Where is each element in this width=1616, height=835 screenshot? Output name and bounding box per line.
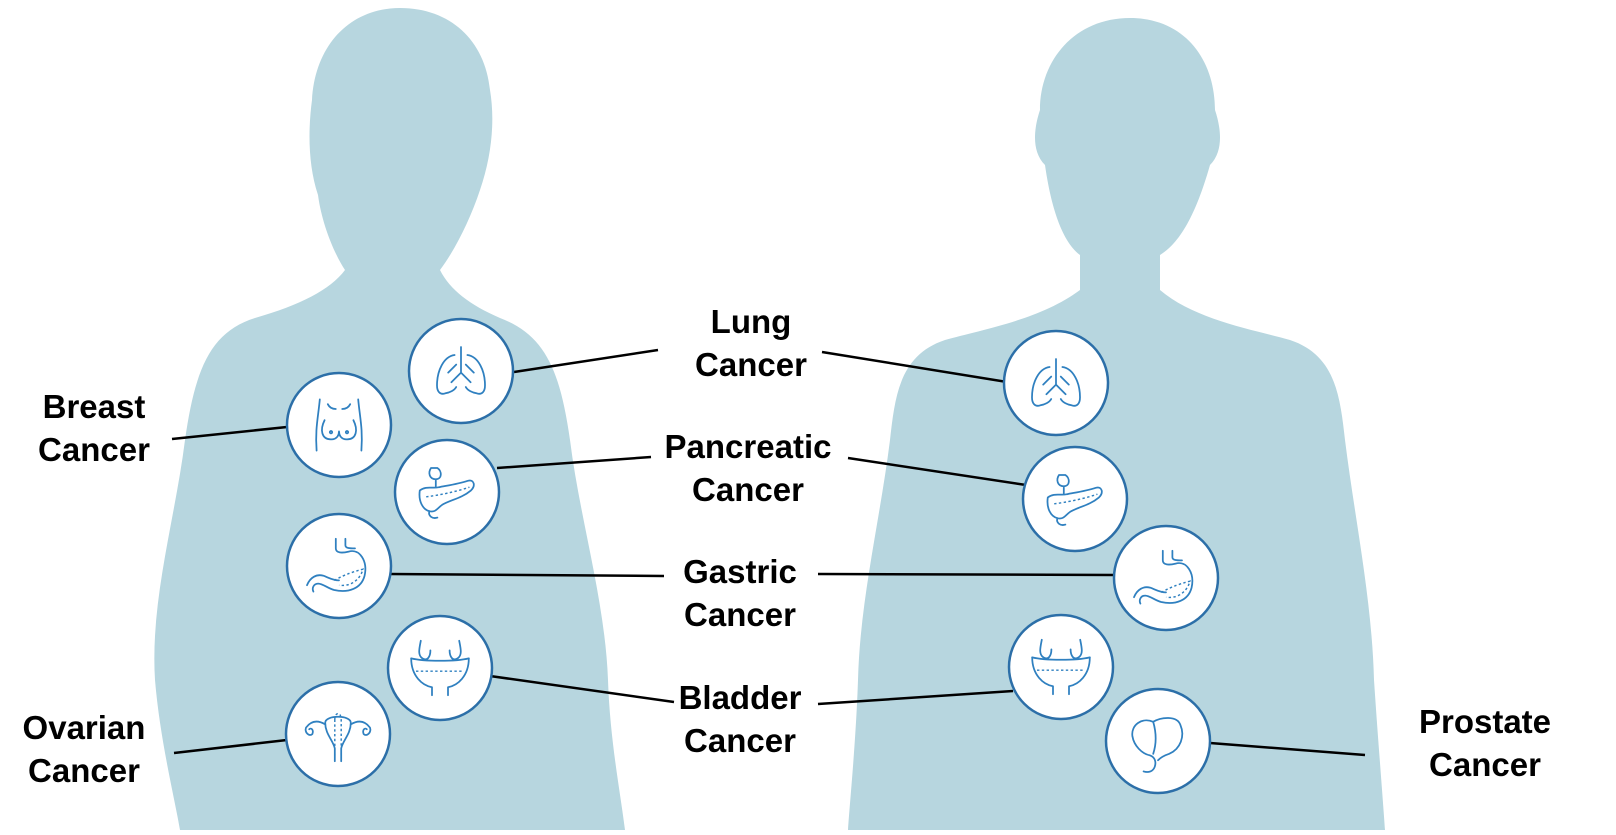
prostate-icon	[1106, 689, 1210, 793]
label-lung-line1: Lung	[663, 300, 839, 343]
label-ovarian-cancer: Ovarian Cancer	[0, 706, 168, 792]
uterus-icon	[286, 682, 390, 786]
label-ovarian-line2: Cancer	[0, 749, 168, 792]
label-prostate-line1: Prostate	[1400, 700, 1570, 743]
pancreas-icon	[395, 440, 499, 544]
label-bladder-line1: Bladder	[660, 676, 820, 719]
label-lung-cancer: Lung Cancer	[663, 300, 839, 386]
leader-gastric-male	[818, 574, 1115, 575]
stomach-icon	[1114, 526, 1218, 630]
label-breast-cancer: Breast Cancer	[14, 385, 174, 471]
stomach-icon	[287, 514, 391, 618]
label-bladder-line2: Cancer	[660, 719, 820, 762]
label-pancreatic-cancer: Pancreatic Cancer	[648, 425, 848, 511]
label-ovarian-line1: Ovarian	[0, 706, 168, 749]
label-prostate-cancer: Prostate Cancer	[1400, 700, 1570, 786]
bladder-icon	[388, 616, 492, 720]
lung-icon	[1004, 331, 1108, 435]
label-breast-line2: Cancer	[14, 428, 174, 471]
pancreas-icon	[1023, 447, 1127, 551]
label-lung-line2: Cancer	[663, 343, 839, 386]
label-gastric-line2: Cancer	[662, 593, 818, 636]
label-prostate-line2: Cancer	[1400, 743, 1570, 786]
bladder-icon	[1009, 615, 1113, 719]
label-bladder-cancer: Bladder Cancer	[660, 676, 820, 762]
label-gastric-cancer: Gastric Cancer	[662, 550, 818, 636]
lung-icon	[409, 319, 513, 423]
breast-icon	[287, 373, 391, 477]
label-breast-line1: Breast	[14, 385, 174, 428]
label-pancreatic-line2: Cancer	[648, 468, 848, 511]
label-gastric-line1: Gastric	[662, 550, 818, 593]
label-pancreatic-line1: Pancreatic	[648, 425, 848, 468]
